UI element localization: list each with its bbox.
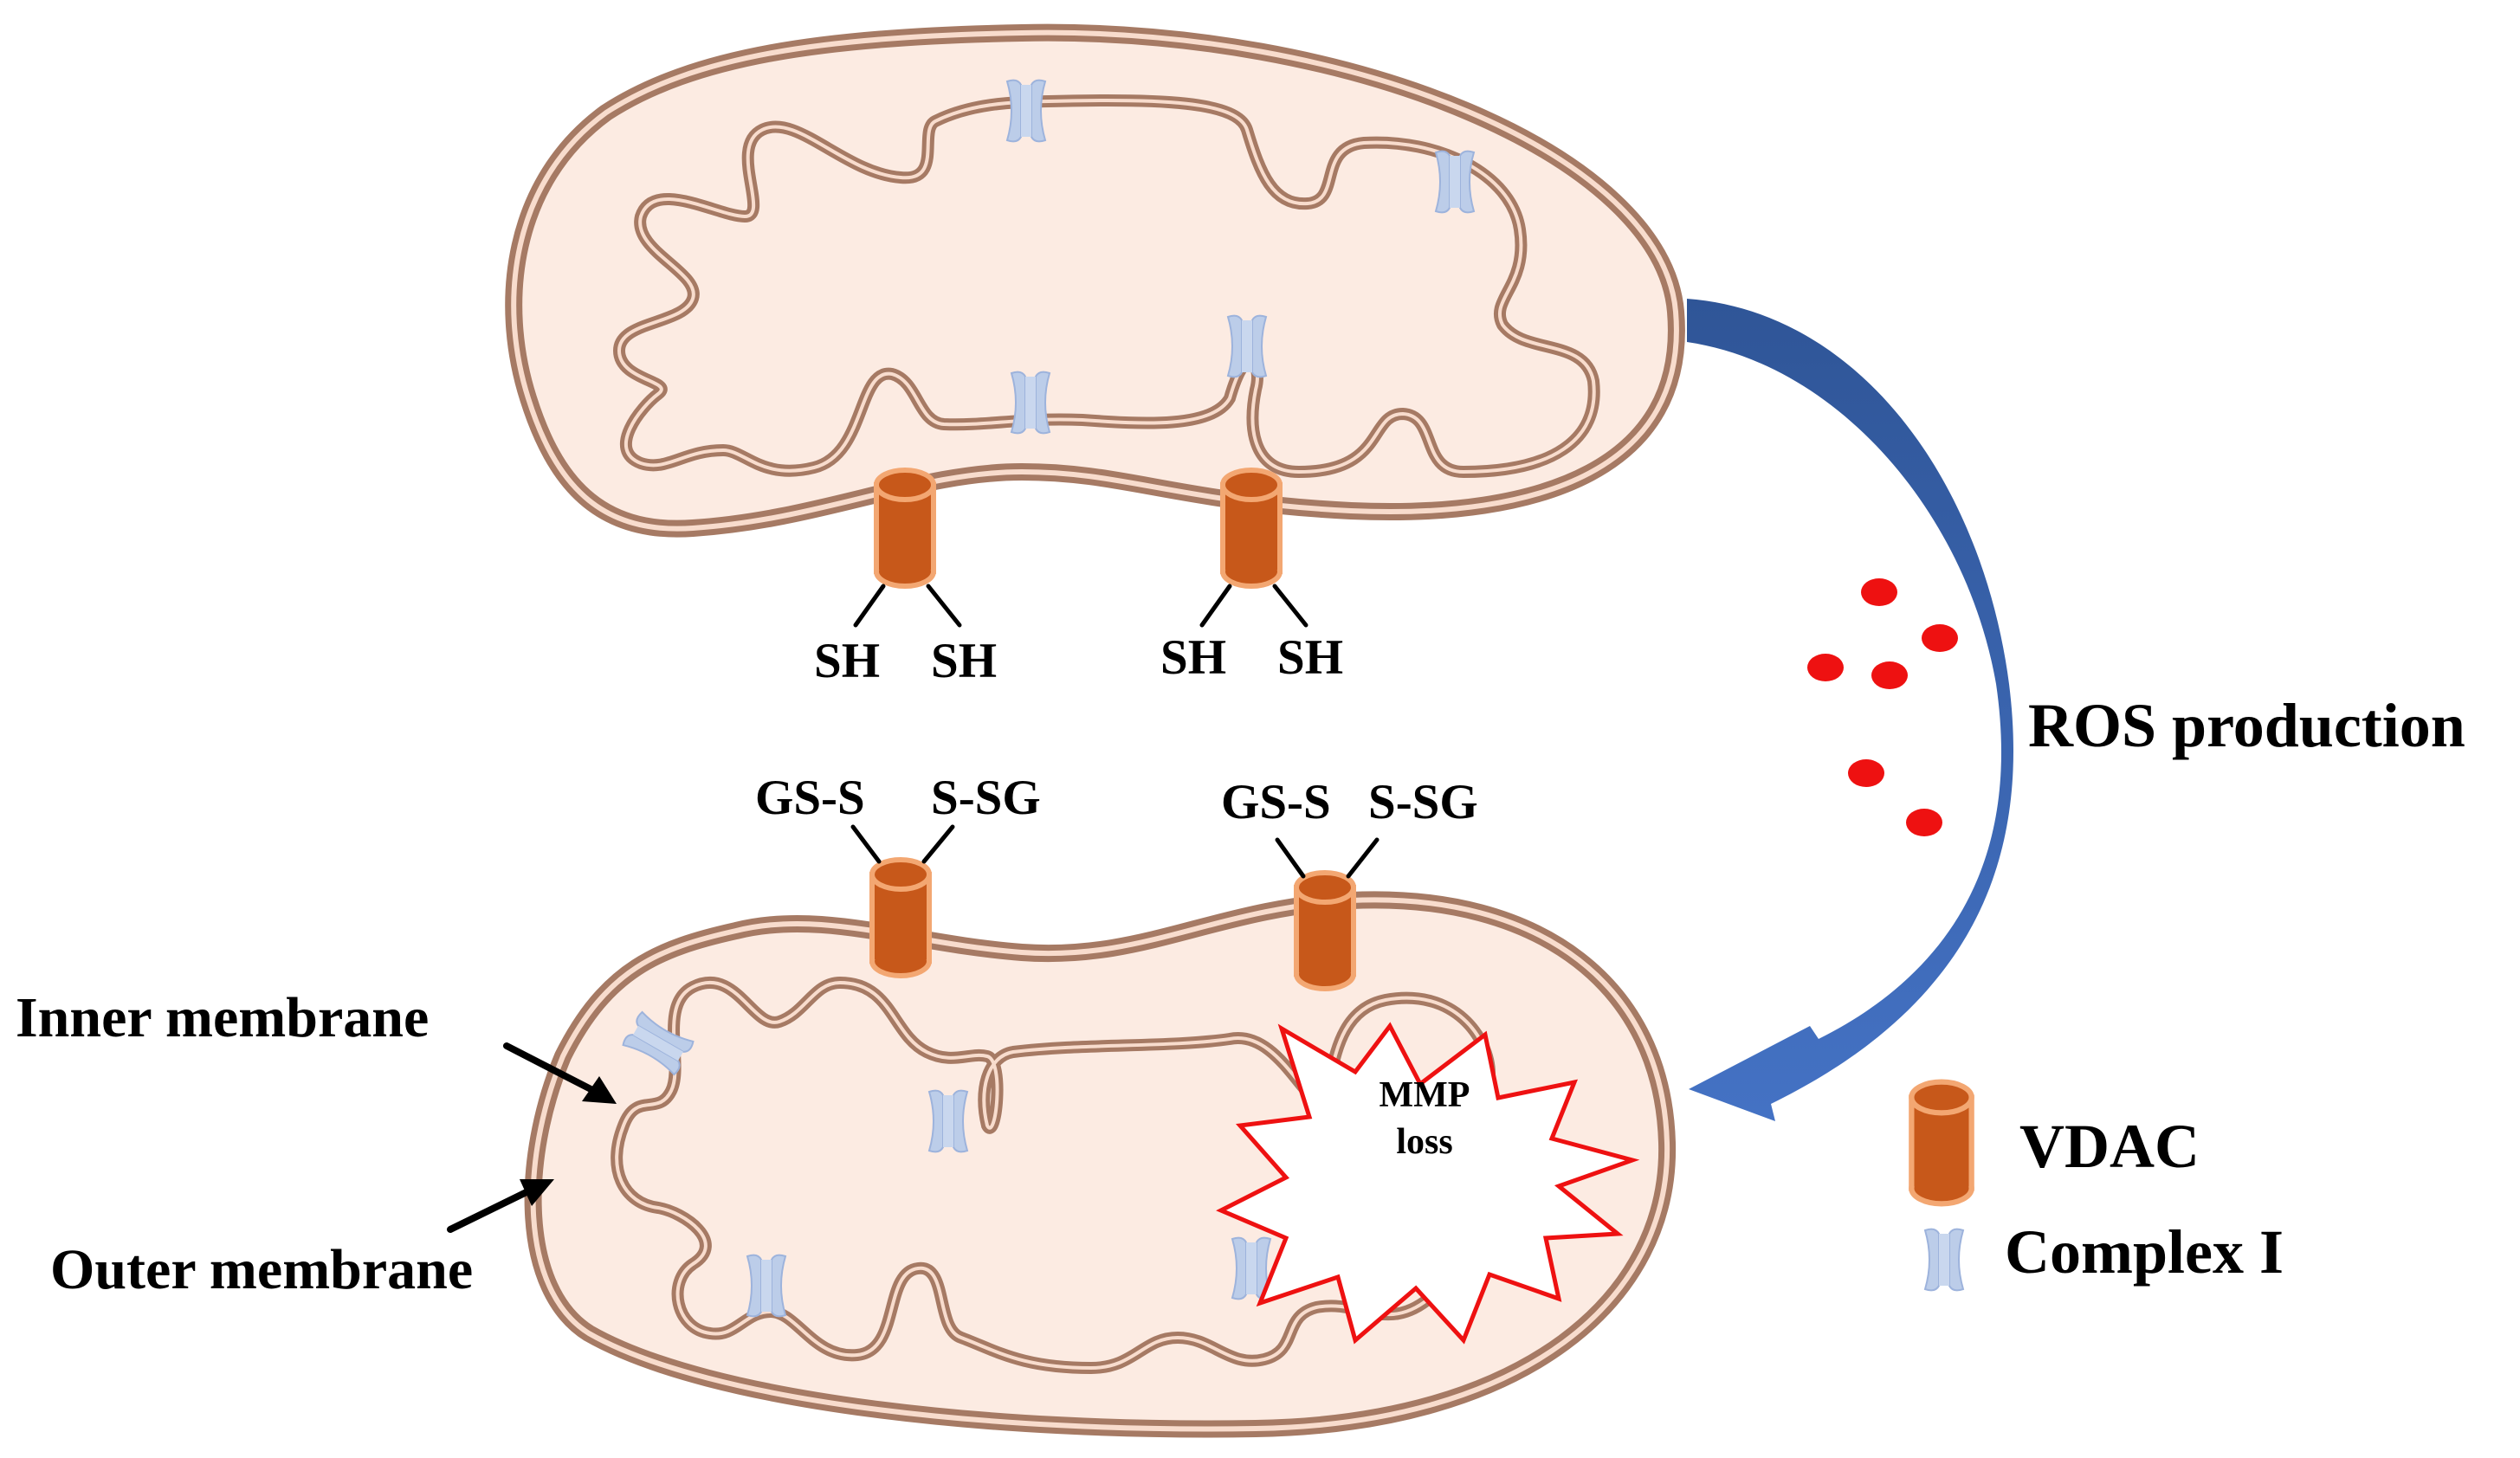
sh-label: SH: [931, 634, 997, 688]
mmp-loss-label: loss: [1396, 1122, 1452, 1162]
disulfide-bond: [1275, 837, 1306, 879]
complex-i-icon: [1435, 150, 1475, 214]
disulfide-bond: [921, 824, 955, 864]
legend: VDAC Complex I: [1911, 1082, 2284, 1292]
ros-arrow: ROS production: [1687, 299, 2465, 1121]
complex-i-icon: [1011, 371, 1050, 435]
membrane-labels: Inner membrane Outer membrane: [16, 986, 617, 1301]
vdac-icon: [872, 860, 929, 976]
vdac-icon: [1296, 873, 1354, 989]
ros-dot-icon: [1871, 661, 1908, 689]
curved-arrow-icon: [1687, 299, 2014, 1121]
disulfide-bond: [1346, 837, 1380, 879]
ros-dot-icon: [1906, 809, 1942, 836]
s-sg-label: S-SG: [1368, 775, 1478, 829]
gs-s-label: GS-S: [755, 771, 865, 825]
complex-i-icon: [1006, 79, 1046, 143]
vdac-icon: [1911, 1082, 1971, 1204]
gs-s-label: GS-S: [1221, 775, 1331, 829]
arrowhead-icon: [582, 1076, 617, 1104]
sh-label: SH: [1277, 630, 1343, 685]
complex-i-icon: [928, 1089, 968, 1153]
ros-production-label: ROS production: [2028, 691, 2465, 760]
ros-dot-icon: [1922, 624, 1958, 652]
outer-membrane-label: Outer membrane: [50, 1238, 473, 1301]
legend-complex-i-label: Complex I: [2005, 1217, 2284, 1287]
vdac-icon: [1223, 470, 1280, 586]
thiol-bond: [1199, 584, 1232, 628]
mmp-loss-label: MMP: [1380, 1075, 1470, 1115]
complex-i-icon: [1924, 1228, 1964, 1292]
disulfide-bond: [850, 824, 882, 864]
sh-label: SH: [814, 634, 880, 688]
top-mitochondrion: SH SH SH SH: [505, 23, 1685, 688]
starburst-icon: [1216, 1022, 1640, 1345]
top-outer-membrane-gap: [511, 29, 1679, 532]
legend-vdac-label: VDAC: [2019, 1112, 2200, 1181]
outer-membrane-pointer: [447, 1184, 539, 1233]
ros-dot-icon: [1861, 578, 1897, 606]
arrowhead-icon: [520, 1179, 554, 1206]
inner-membrane-pointer: [503, 1042, 601, 1096]
thiol-bond: [926, 584, 962, 628]
vdac-icon: [876, 470, 934, 586]
thiol-bond: [1272, 584, 1308, 628]
ros-dot-icon: [1848, 759, 1884, 787]
ros-dot-icon: [1807, 654, 1844, 681]
inner-membrane-label: Inner membrane: [16, 986, 429, 1049]
ros-dots: [1807, 578, 1958, 836]
sh-label: SH: [1160, 630, 1226, 685]
complex-i-icon: [746, 1254, 786, 1318]
thiol-bond: [853, 584, 886, 628]
s-sg-label: S-SG: [931, 771, 1041, 825]
bottom-mitochondrion: GS-S S-SG GS-S S-SG MMP loss: [524, 771, 1677, 1438]
complex-i-icon: [1227, 314, 1267, 378]
